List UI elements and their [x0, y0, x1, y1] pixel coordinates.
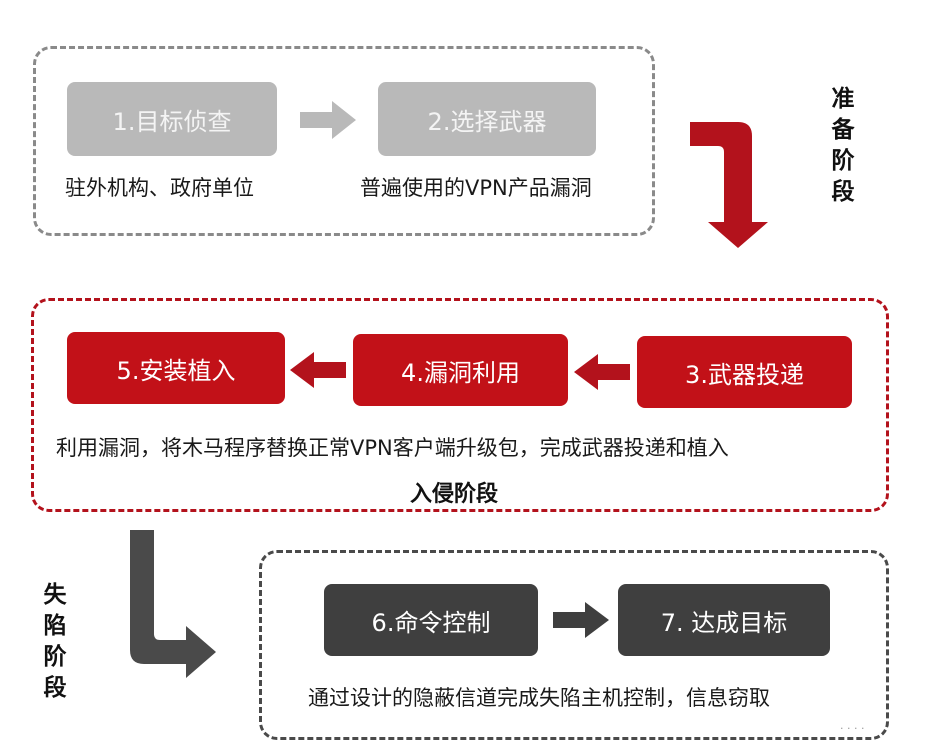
- curved-arrow-down-red-icon: [690, 122, 768, 248]
- prep-caption-vuln: 普遍使用的VPN产品漏洞: [360, 176, 592, 200]
- prep-phase-char: 准: [831, 86, 855, 112]
- intrusion-phase-title: 入侵阶段: [410, 482, 499, 507]
- step-delivery-box: 3.武器投递: [637, 336, 852, 408]
- watermark: · · · ·: [840, 722, 865, 735]
- step-install-box: 5.安装植入: [67, 332, 285, 404]
- fall-phase-char: 失: [43, 582, 67, 608]
- step-c2-box: 6.命令控制: [324, 584, 538, 656]
- step-objective-label: 7. 达成目标: [660, 608, 788, 637]
- prep-phase-char: 段: [831, 179, 855, 205]
- arrow-right-icon: [300, 101, 356, 139]
- step-c2-label: 6.命令控制: [371, 608, 491, 637]
- prep-caption-targets: 驻外机构、政府单位: [65, 176, 254, 200]
- step-objective-box: 7. 达成目标: [618, 584, 830, 656]
- curved-arrow-down-right-icon: [130, 530, 216, 678]
- prep-stage-frame: [33, 46, 655, 236]
- step-recon-box: 1.目标侦查: [67, 82, 277, 156]
- step-delivery-label: 3.武器投递: [685, 360, 804, 389]
- fall-phase-char: 阶: [43, 644, 67, 670]
- fall-stage-frame: [259, 550, 889, 740]
- step-exploit-box: 4.漏洞利用: [353, 334, 568, 406]
- step-recon-label: 1.目标侦查: [112, 107, 232, 136]
- step-weapon-select-box: 2.选择武器: [378, 82, 596, 156]
- step-weapon-select-label: 2.选择武器: [427, 107, 547, 136]
- fall-phase-char: 段: [43, 675, 67, 701]
- prep-phase-label: 准 备 阶 段: [828, 84, 858, 208]
- intrusion-stage-frame: [31, 298, 889, 512]
- arrow-left-icon: [574, 354, 630, 390]
- prep-phase-char: 备: [831, 117, 855, 143]
- arrow-right-icon: [553, 602, 609, 638]
- fall-caption: 通过设计的隐蔽信道完成失陷主机控制，信息窃取: [308, 686, 770, 710]
- arrow-left-icon: [290, 352, 346, 388]
- fall-phase-char: 陷: [43, 613, 67, 639]
- step-install-label: 5.安装植入: [116, 356, 236, 385]
- fall-phase-label: 失 陷 阶 段: [40, 580, 70, 704]
- prep-phase-char: 阶: [831, 148, 855, 174]
- intrusion-caption: 利用漏洞，将木马程序替换正常VPN客户端升级包，完成武器投递和植入: [56, 436, 729, 460]
- step-exploit-label: 4.漏洞利用: [401, 358, 520, 387]
